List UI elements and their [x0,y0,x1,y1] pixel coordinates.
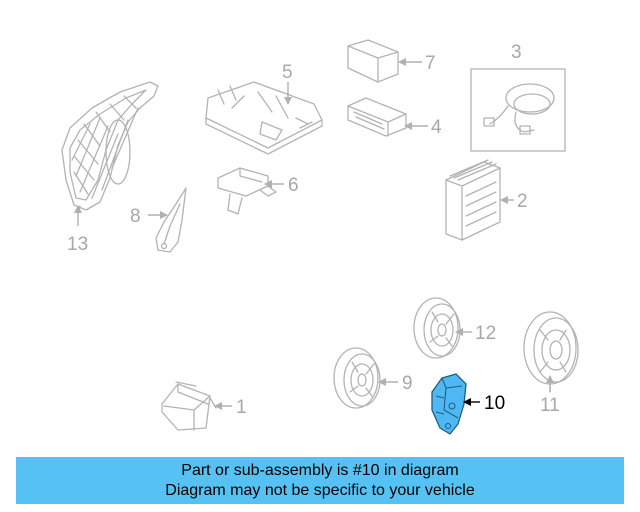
svg-text:6: 6 [288,175,299,196]
banner-line-2: Diagram may not be specific to your vehi… [165,482,475,499]
callout-2: 2 [500,191,528,212]
callout-4: 4 [404,117,442,138]
svg-text:3: 3 [511,42,522,63]
svg-text:2: 2 [517,191,528,212]
part-6-small-bracket[interactable] [217,167,277,215]
svg-text:11: 11 [540,395,560,416]
part-8-tweeter-cover[interactable] [155,187,187,253]
svg-text:5: 5 [282,62,293,83]
callout-5: 5 [282,62,293,105]
part-7-module-cover[interactable] [347,39,399,83]
svg-text:1: 1 [236,397,247,418]
part-1-speaker-enclosure[interactable] [161,381,217,431]
svg-text:4: 4 [431,117,442,138]
info-banner: Part or sub-assembly is #10 in diagram D… [16,457,624,504]
part-12-speaker[interactable] [413,297,461,359]
svg-text:10: 10 [484,393,505,414]
callout-11: 11 [540,375,560,416]
part-9-speaker[interactable] [333,347,381,409]
callout-8: 8 [130,206,168,227]
banner-line-1: Part or sub-assembly is #10 in diagram [181,462,459,479]
parts-diagram: 1 2 3 4 5 6 7 8 9 10 [61,39,579,435]
callout-7: 7 [398,53,436,74]
svg-text:12: 12 [475,323,496,344]
callout-10: 10 [463,393,505,414]
callout-3: 3 [511,42,522,63]
part-3-wiring-harness[interactable] [470,68,566,152]
callout-1: 1 [214,397,247,418]
part-10-highlighted-bracket[interactable] [431,373,467,435]
svg-text:13: 13 [67,234,88,255]
part-2-control-module[interactable] [445,159,501,241]
callout-12: 12 [455,323,496,344]
svg-text:8: 8 [130,206,141,227]
part-4-amplifier-module[interactable] [347,97,407,137]
callout-9: 9 [378,373,413,394]
callout-13: 13 [67,205,88,255]
svg-text:7: 7 [425,53,436,74]
callout-6: 6 [264,175,299,196]
part-13-speaker-grille[interactable] [61,81,159,215]
part-5-bracket-tray[interactable] [205,81,323,155]
svg-text:9: 9 [402,373,413,394]
